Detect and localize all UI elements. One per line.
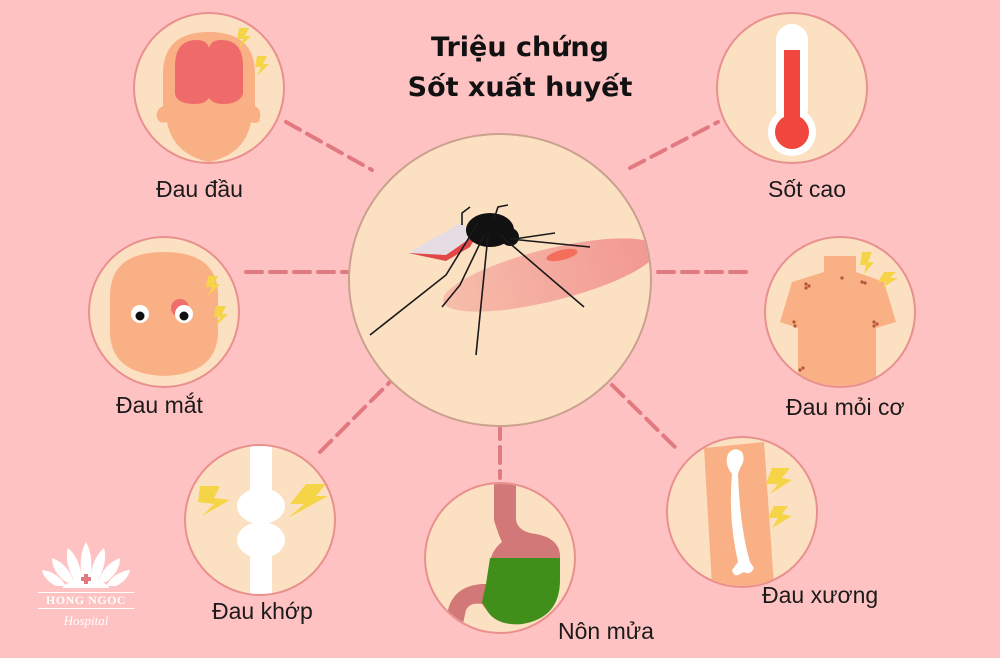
logo-subtitle: Hospital	[63, 613, 109, 628]
torso-muscle-icon	[780, 252, 898, 386]
symptom-label-joint-pain: Đau khớp	[212, 598, 313, 624]
knee-joint-icon	[198, 446, 328, 594]
head-brain-icon	[156, 28, 269, 162]
symptom-label-headache: Đau đầu	[156, 176, 243, 202]
symptom-label-vomiting: Nôn mửa	[558, 618, 654, 644]
title-line-2: Sốt xuất huyết	[407, 72, 633, 103]
pain-bolt-icon	[206, 276, 228, 326]
symptom-label-eye-pain: Đau mắt	[116, 392, 203, 418]
center-mosquito-circle	[350, 135, 650, 425]
symptom-circle-eye-pain	[90, 238, 238, 386]
symptom-circle-muscle-ache	[766, 238, 914, 386]
symptom-label-bone-pain: Đau xương	[762, 582, 879, 608]
face-eye-pain-icon	[110, 252, 228, 376]
symptom-circle-joint-pain	[186, 446, 334, 594]
pain-bolt-icon	[766, 468, 792, 528]
stomach-icon	[446, 484, 560, 628]
hospital-logo: HONG NGOC Hospital	[38, 540, 138, 635]
mosquito-biting-skin-icon	[369, 204, 650, 356]
symptom-circle-bone-pain	[668, 438, 816, 586]
lotus-logo-icon	[42, 542, 130, 588]
page-title: Triệu chứng Sốt xuất huyết	[390, 28, 650, 108]
thermometer-icon	[768, 24, 816, 156]
title-line-1: Triệu chứng	[431, 32, 609, 63]
symptom-label-high-fever: Sốt cao	[768, 176, 846, 202]
logo-name: HONG NGOC	[38, 592, 134, 609]
symptom-circle-vomiting	[426, 484, 574, 632]
femur-bone-icon	[704, 442, 792, 586]
symptom-label-muscle-ache: Đau mỏi cơ	[786, 394, 905, 420]
symptom-circle-high-fever	[718, 14, 866, 162]
pain-bolt-icon	[860, 252, 898, 288]
pain-bolt-icon	[237, 28, 269, 76]
pain-bolt-icon	[198, 484, 328, 518]
symptom-circle-headache	[135, 14, 283, 162]
